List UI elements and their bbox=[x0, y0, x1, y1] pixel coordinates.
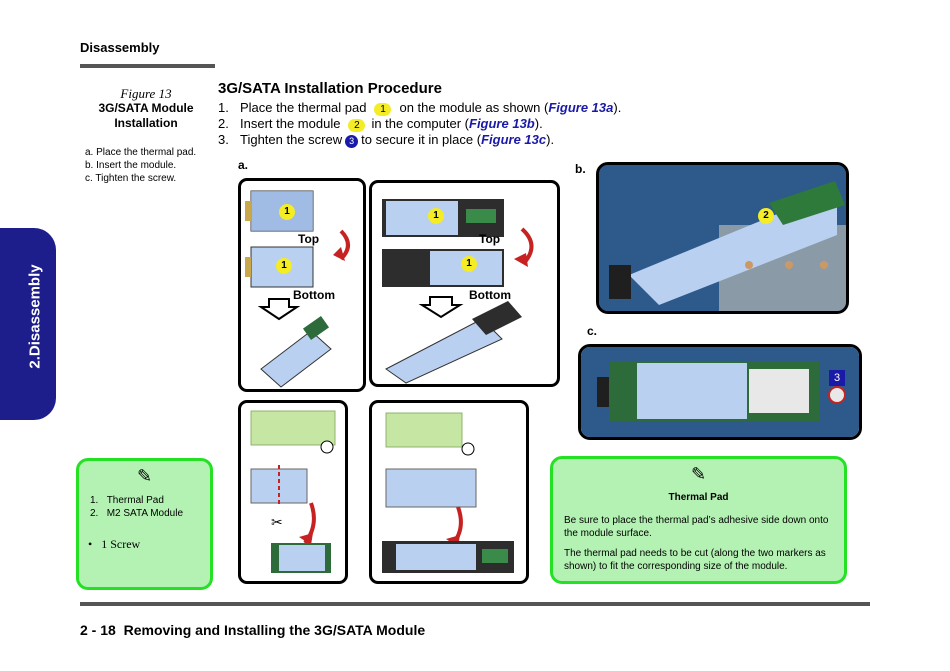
figure-number: Figure 13 bbox=[120, 86, 172, 101]
figure-step: c. Tighten the screw. bbox=[85, 173, 177, 184]
diagram-panel-a1 bbox=[238, 178, 366, 392]
callout-1-marker: 1 bbox=[279, 204, 295, 220]
note-paragraph: The thermal pad needs to be cut (along t… bbox=[564, 548, 826, 572]
diagram-panel-cut-1: ✂ bbox=[238, 400, 348, 584]
callout-1-marker: 1 bbox=[276, 258, 292, 274]
callout-2-badge: 2 bbox=[348, 119, 366, 132]
figure-steps: a. Place the thermal pad. b. Insert the … bbox=[85, 146, 196, 185]
figure-13c-link[interactable]: Figure 13c bbox=[481, 132, 547, 147]
footer-rule bbox=[80, 602, 870, 606]
header-rule bbox=[80, 64, 215, 68]
pad-cut-illustration bbox=[382, 412, 514, 573]
footer-title: Removing and Installing the 3G/SATA Modu… bbox=[123, 622, 426, 638]
top-label: Top bbox=[479, 232, 501, 246]
chapter-side-tab-label: 2.Disassembly bbox=[26, 264, 44, 369]
bottom-label: Bottom bbox=[469, 288, 511, 302]
top-label: Top bbox=[298, 232, 320, 246]
install-photo-b bbox=[596, 162, 849, 314]
pencil-icon: ✎ bbox=[136, 466, 153, 486]
callout-3-marker: 3 bbox=[829, 370, 845, 386]
bottom-label: Bottom bbox=[293, 288, 335, 302]
figure-13b-link[interactable]: Figure 13b bbox=[469, 116, 535, 131]
figure-title: 3G/SATA Module Installation bbox=[98, 101, 194, 130]
screw-tightening-photo bbox=[581, 347, 859, 437]
thermal-pad-note-box bbox=[550, 456, 847, 584]
page-number: 2 - 18 bbox=[80, 622, 116, 638]
diagram-label-c: c. bbox=[587, 324, 598, 338]
figure-13a-link[interactable]: Figure 13a bbox=[548, 100, 614, 115]
pad-cut-illustration: ✂ bbox=[250, 410, 336, 573]
callout-3-badge: 3 bbox=[345, 135, 359, 148]
diagram-label-b: b. bbox=[575, 162, 586, 176]
note-paragraph: Be sure to place the thermal pad’s adhes… bbox=[564, 515, 829, 539]
diagram-panel-cut-2 bbox=[369, 400, 529, 584]
callout-1-marker: 1 bbox=[428, 208, 444, 224]
callout-1-marker: 1 bbox=[461, 256, 477, 272]
parts-note-box bbox=[76, 458, 213, 590]
module-placement-illustration bbox=[245, 190, 350, 388]
svg-text:✂: ✂ bbox=[271, 515, 283, 531]
section-header: Disassembly bbox=[80, 40, 160, 55]
list-item: 1. Thermal Pad bbox=[90, 495, 164, 506]
figure-step: a. Place the thermal pad. bbox=[85, 147, 197, 158]
pencil-icon: ✎ bbox=[690, 464, 707, 484]
figure-step: b. Insert the module. bbox=[85, 160, 177, 171]
parts-list: 1. Thermal Pad 2. M2 SATA Module bbox=[90, 494, 183, 520]
page-footer: 2 - 18 Removing and Installing the 3G/SA… bbox=[80, 622, 425, 638]
module-in-computer-photo bbox=[599, 165, 846, 311]
callout-2-marker: 2 bbox=[758, 208, 774, 224]
callout-1-badge: 1 bbox=[374, 103, 392, 116]
diagram-panel-a2 bbox=[369, 180, 560, 387]
diagram-label-a: a. bbox=[238, 158, 249, 172]
note-title: Thermal Pad bbox=[668, 492, 729, 503]
module-placement-illustration bbox=[382, 199, 534, 384]
screw-bullet: • 1 Screw bbox=[88, 537, 141, 551]
list-item: 2. M2 SATA Module bbox=[90, 508, 184, 519]
chapter-side-tab bbox=[0, 228, 56, 420]
procedure-title: 3G/SATA Installation Procedure bbox=[218, 80, 442, 97]
install-photo-c bbox=[578, 344, 862, 440]
